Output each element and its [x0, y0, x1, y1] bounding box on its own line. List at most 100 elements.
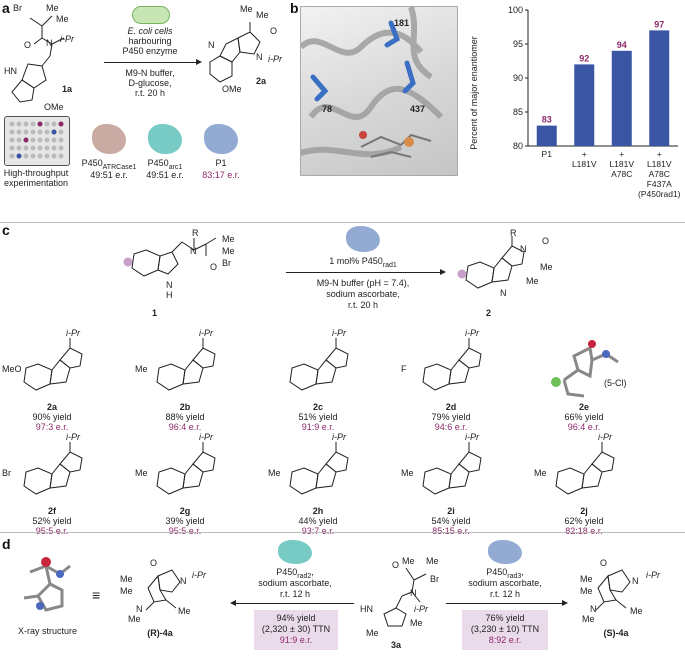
- product-id: 2h: [312, 506, 324, 516]
- product-yield: 62% yield: [564, 516, 604, 526]
- sub3a-id: 3a: [390, 640, 402, 650]
- chart-ylabel: Percent of major enantiomer: [469, 36, 479, 150]
- product-r-group: i-Pr: [332, 328, 346, 338]
- product-r-group: i-Pr: [598, 432, 612, 442]
- product-substituent: F: [401, 364, 407, 374]
- product-yield: 66% yield: [564, 412, 604, 422]
- divider-ab-c: [0, 222, 685, 223]
- x-tick-label: +: [582, 149, 587, 159]
- ecoli-cell-icon: [132, 6, 170, 24]
- product-substituent: Me: [135, 364, 148, 374]
- product-er: 96:4 e.r.: [168, 422, 202, 432]
- left-yield: 94% yield: [276, 613, 316, 623]
- s4a-n2: N: [590, 604, 597, 614]
- reaction-arrow-a: [104, 62, 198, 63]
- y-tick-label: 85: [513, 107, 523, 117]
- left-cond1: sodium ascorbate,: [258, 578, 332, 588]
- product-structure-2d: [422, 338, 482, 391]
- cond-c-top: 1 mol% P450rad1: [329, 256, 397, 269]
- product-id: 2f: [47, 506, 57, 516]
- cells-line1: E. coli cells: [127, 26, 173, 36]
- y-tick-label: 95: [513, 39, 523, 49]
- bar-value-label: 92: [579, 53, 589, 63]
- product-yield: 88% yield: [165, 412, 205, 422]
- enzyme-atrcase1-icon: [92, 124, 126, 154]
- bar-value-label: 94: [617, 40, 627, 50]
- enzyme-atrcase1-er: 49:51 e.r.: [90, 170, 128, 180]
- residue-181-label: 181: [394, 18, 410, 28]
- s4a-id: (S)-4a: [603, 628, 629, 638]
- product-yield: 54% yield: [431, 516, 471, 526]
- enzyme-rad1-icon: [346, 226, 380, 252]
- product-s4a-structure: [595, 569, 631, 611]
- product-id: 2d: [445, 402, 457, 412]
- r4a-me1: Me: [120, 574, 133, 584]
- substrate-1-o: O: [210, 262, 218, 272]
- reaction-arrow-left: [236, 603, 354, 604]
- product-2a-ome: OMe: [222, 84, 242, 94]
- hte-line2: experimentation: [3, 178, 69, 188]
- cells-line3: P450 enzyme: [122, 46, 178, 56]
- product-r-group: i-Pr: [332, 432, 346, 442]
- product-id: 2g: [179, 506, 191, 516]
- enzyme-arc1-icon: [148, 124, 182, 154]
- x-tick-label: L181V: [647, 159, 672, 169]
- product-substituent: Me: [268, 468, 281, 478]
- product-substituent: MeO: [2, 364, 22, 374]
- product-structure-2c: [289, 338, 349, 391]
- bar: [611, 50, 632, 146]
- product-er: 91:9 e.r.: [301, 422, 335, 432]
- product-2a-me2: Me: [256, 10, 269, 20]
- x-tick-label: +: [657, 149, 662, 159]
- product-id: 2c: [312, 402, 324, 412]
- product-2-structure: [457, 236, 525, 289]
- s4a-me4: Me: [630, 606, 643, 616]
- residue-437-label: 437: [410, 104, 426, 114]
- left-cond2: r.t. 12 h: [279, 589, 311, 599]
- y-tick-label: 80: [513, 141, 523, 151]
- cells-line2: harbouring: [128, 36, 172, 46]
- product-2-r: R: [510, 228, 517, 238]
- enzyme-p1-icon: [204, 124, 238, 154]
- residue-78-label: 78: [322, 104, 333, 114]
- product-r-group: i-Pr: [465, 432, 479, 442]
- substrate-1a-ome: OMe: [44, 102, 64, 112]
- s4a-me2: Me: [580, 586, 593, 596]
- bar: [574, 64, 595, 146]
- product-er: 95:5 e.r.: [35, 526, 69, 536]
- sub3a-br: Br: [430, 574, 439, 584]
- product-r4a-structure: [145, 569, 181, 611]
- substrate-1-structure: [123, 237, 217, 277]
- substrate-1a-structure: [11, 15, 65, 103]
- cond-c-line2: sodium ascorbate,: [326, 289, 400, 299]
- enzyme-rad2-icon: [278, 540, 312, 564]
- substrate-1-n: N: [190, 246, 197, 256]
- s4a-o: O: [600, 558, 608, 568]
- product-structure-2i: [422, 442, 482, 495]
- product-substituent: (5-Cl): [604, 378, 627, 388]
- product-er: 97:3 e.r.: [35, 422, 69, 432]
- sub3a-me1: Me: [426, 556, 439, 566]
- x-tick-label: F437A: [647, 179, 672, 189]
- product-substituent: Me: [534, 468, 547, 478]
- product-r-group: i-Pr: [66, 432, 80, 442]
- substrate-1-br: Br: [222, 258, 231, 268]
- product-structure-2e: [551, 340, 619, 398]
- product-structure-2j: [555, 442, 615, 495]
- cond-c-line1: M9-N buffer (pH = 7.4),: [316, 278, 410, 288]
- product-yield: 90% yield: [32, 412, 72, 422]
- enzyme-p1-er: 83:17 e.r.: [202, 170, 240, 180]
- right-cond1: sodium ascorbate,: [468, 578, 542, 588]
- product-id: 2i: [447, 506, 455, 516]
- arrow-head-a: [196, 59, 202, 65]
- r4a-me2: Me: [120, 586, 133, 596]
- x-tick-label: (P450rad1): [638, 189, 681, 199]
- product-id: 2j: [580, 506, 588, 516]
- r4a-o: O: [150, 558, 158, 568]
- protein-crystal-structure: [300, 6, 458, 176]
- arrow-head-left: [230, 600, 236, 606]
